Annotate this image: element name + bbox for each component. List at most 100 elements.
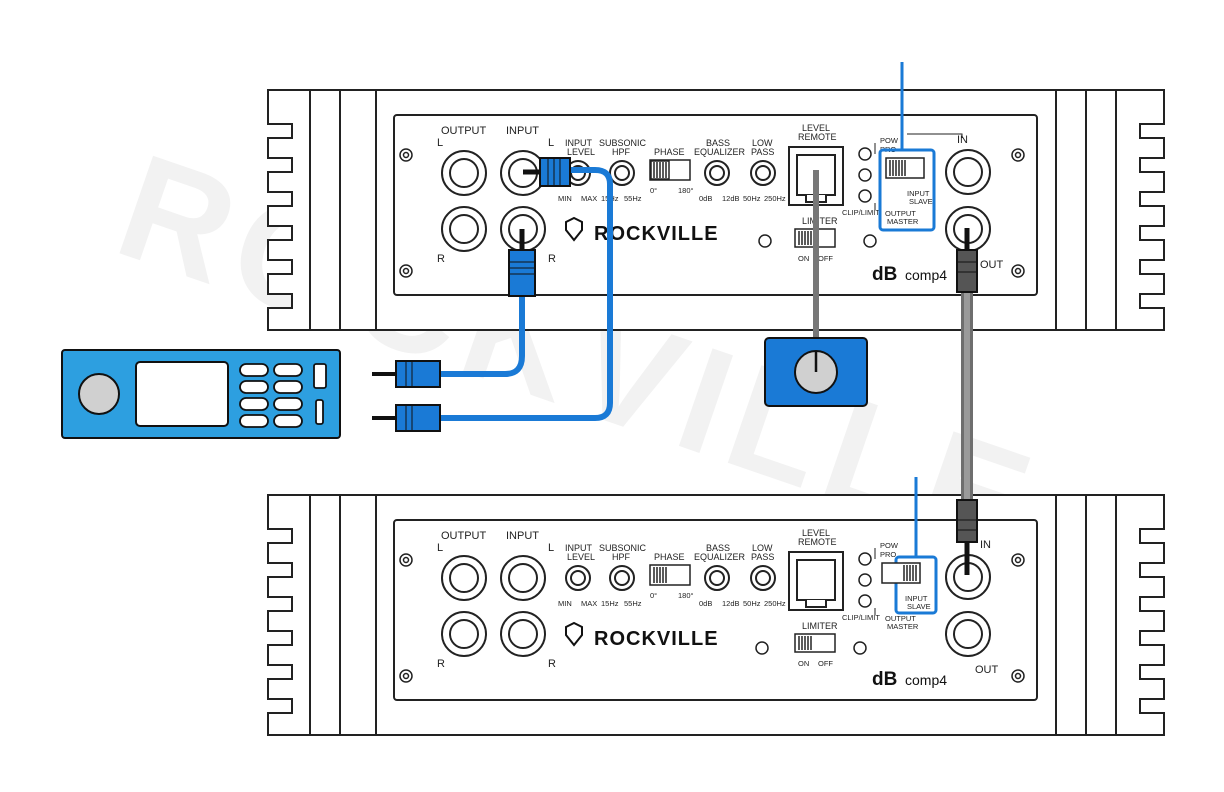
svg-text:POW: POW [880, 136, 899, 145]
svg-text:250Hz: 250Hz [764, 599, 786, 608]
svg-text:PRO: PRO [880, 550, 896, 559]
svg-text:MASTER: MASTER [887, 622, 919, 631]
svg-text:L: L [548, 542, 554, 554]
screw-icon [399, 148, 1025, 278]
svg-text:250Hz: 250Hz [764, 194, 786, 203]
svg-text:ROCKVILLE: ROCKVILLE [594, 223, 719, 245]
label-l: L [437, 137, 443, 149]
svg-text:LOW: LOW [752, 543, 773, 553]
svg-text:OUT: OUT [975, 664, 999, 676]
label-input-level: INPUT [565, 138, 593, 148]
svg-text:comp4: comp4 [905, 267, 947, 283]
highlight-box [878, 148, 936, 232]
rockville-logo: ROCKVILLE [565, 621, 719, 650]
label-input: INPUT [506, 125, 539, 137]
svg-text:BASS: BASS [706, 543, 730, 553]
svg-text:PASS: PASS [751, 147, 774, 157]
svg-text:POW: POW [880, 541, 899, 550]
svg-text:MAX: MAX [581, 194, 597, 203]
label-l: L [548, 137, 554, 149]
led-icon [755, 552, 872, 655]
svg-text:0dB: 0dB [699, 194, 712, 203]
svg-text:ON: ON [798, 659, 809, 668]
svg-text:12dB: 12dB [722, 194, 740, 203]
phase-switch [649, 564, 691, 586]
head-unit [61, 349, 341, 439]
svg-text:INPUT: INPUT [506, 530, 539, 542]
svg-text:SUBSONIC: SUBSONIC [599, 543, 647, 553]
heatsink-right [1055, 89, 1165, 331]
svg-text:REMOTE: REMOTE [798, 537, 837, 547]
label-phase: PHASE [654, 147, 685, 157]
led-icon [758, 147, 877, 248]
remote-cable [764, 170, 868, 407]
svg-text:MIN: MIN [558, 599, 572, 608]
svg-text:CLIP/LIMIT: CLIP/LIMIT [842, 208, 880, 217]
svg-text:INPUT: INPUT [907, 189, 930, 198]
svg-text:PASS: PASS [751, 552, 774, 562]
head-unit-buttons [239, 363, 303, 428]
model-label: dB [872, 264, 897, 285]
svg-text:R: R [548, 658, 556, 670]
label-bass: BASS [706, 138, 730, 148]
svg-text:PHASE: PHASE [654, 552, 685, 562]
heatsink-left [267, 494, 377, 736]
svg-text:IN: IN [957, 134, 968, 146]
label-level-remote: LEVEL [802, 123, 830, 133]
screw-icon [399, 553, 1025, 683]
svg-text:ROCKVILLE: ROCKVILLE [594, 628, 719, 650]
svg-text:0°: 0° [650, 591, 657, 600]
svg-text:15Hz: 15Hz [601, 599, 619, 608]
svg-text:MAX: MAX [581, 599, 597, 608]
svg-text:55Hz: 55Hz [624, 599, 642, 608]
svg-text:OFF: OFF [818, 254, 833, 263]
svg-text:HPF: HPF [612, 147, 631, 157]
svg-text:55Hz: 55Hz [624, 194, 642, 203]
label-limiter: LIMITER [802, 216, 838, 226]
svg-text:MIN: MIN [558, 194, 572, 203]
label-r: R [548, 253, 556, 265]
rj45-port-icon [788, 551, 844, 611]
svg-text:INPUT: INPUT [565, 543, 593, 553]
svg-text:OUT: OUT [980, 259, 1004, 271]
amplifier-bottom: OUTPUT INPUT L L R R INPUT LEVEL SUBSONI… [267, 477, 1165, 736]
label-output: OUTPUT [441, 125, 487, 137]
svg-text:EQUALIZER: EQUALIZER [694, 552, 746, 562]
svg-text:HPF: HPF [612, 552, 631, 562]
label-low-pass: LOW [752, 138, 773, 148]
rockville-logo: ROCKVILLE [565, 216, 719, 245]
svg-text:OFF: OFF [818, 659, 833, 668]
svg-text:0°: 0° [650, 186, 657, 195]
rca-cables [372, 157, 613, 432]
svg-text:LIMITER: LIMITER [802, 621, 838, 631]
svg-text:SLAVE: SLAVE [907, 602, 931, 611]
svg-text:INPUT: INPUT [905, 594, 928, 603]
svg-text:180°: 180° [678, 186, 694, 195]
svg-text:OUTPUT: OUTPUT [885, 614, 916, 623]
svg-text:REMOTE: REMOTE [798, 132, 837, 142]
link-cable [956, 228, 978, 575]
svg-text:50Hz: 50Hz [743, 599, 761, 608]
card-slot-icon [315, 399, 324, 425]
label-r: R [437, 253, 445, 265]
svg-text:LEVEL: LEVEL [567, 552, 595, 562]
svg-text:ON: ON [798, 254, 809, 263]
svg-text:OUTPUT: OUTPUT [441, 530, 487, 542]
master-slave-switch [881, 562, 921, 584]
model-label: dB [872, 669, 897, 690]
phase-switch [649, 159, 691, 181]
svg-text:comp4: comp4 [905, 672, 947, 688]
usb-port-icon [313, 363, 327, 389]
svg-text:12dB: 12dB [722, 599, 740, 608]
svg-text:OUTPUT: OUTPUT [885, 209, 916, 218]
label-subsonic: SUBSONIC [599, 138, 647, 148]
svg-text:CLIP/LIMIT: CLIP/LIMIT [842, 613, 880, 622]
svg-text:50Hz: 50Hz [743, 194, 761, 203]
svg-text:EQUALIZER: EQUALIZER [694, 147, 746, 157]
limiter-switch [794, 633, 836, 653]
heatsink-right [1055, 494, 1165, 736]
svg-text:MASTER: MASTER [887, 217, 919, 226]
heatsink-left [267, 89, 377, 331]
svg-text:180°: 180° [678, 591, 694, 600]
